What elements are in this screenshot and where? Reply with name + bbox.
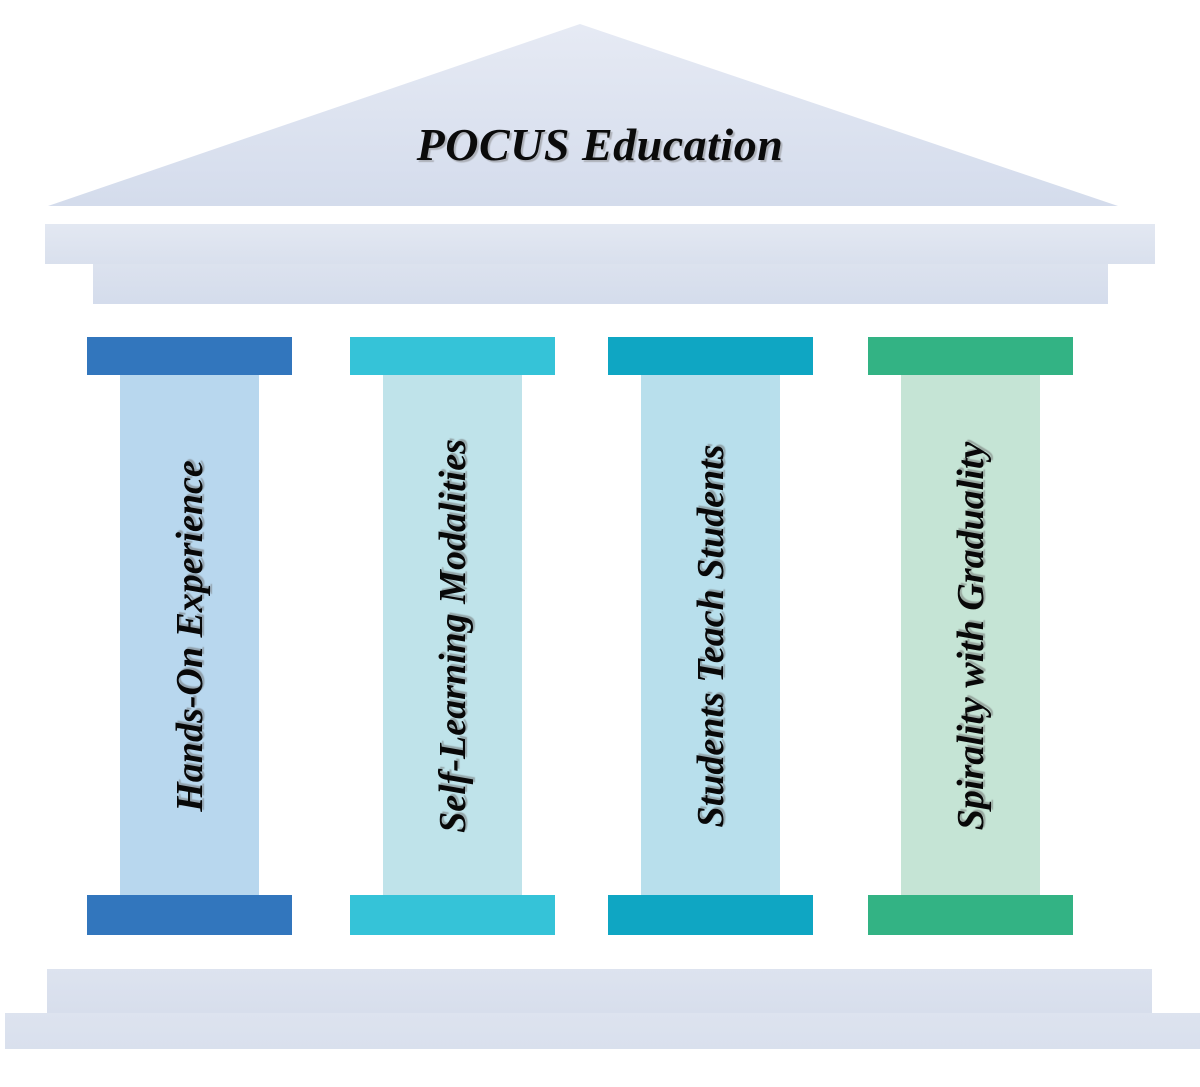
pillar-self-learning-modalities[interactable]: Self-Learning Modalities (350, 337, 555, 937)
entablature-upper-beam (45, 224, 1155, 264)
pillar-label: Spirality with Graduality (949, 441, 992, 831)
pillar-base (608, 895, 813, 935)
page-title: POCUS Education (416, 119, 784, 170)
pediment-triangle-icon (48, 24, 1118, 206)
pillar-shaft: Students Teach Students (641, 375, 780, 897)
pillar-shaft: Hands-On Experience (120, 375, 259, 897)
pillar-label: Students Teach Students (689, 444, 732, 828)
platform-upper-tier (47, 969, 1152, 1013)
pillar-shaft: Spirality with Graduality (901, 375, 1040, 897)
pillar-capital (87, 337, 292, 375)
entablature-lower-beam (93, 264, 1108, 304)
pillar-base (868, 895, 1073, 935)
pillar-spirality-with-graduality[interactable]: Spirality with Graduality (868, 337, 1073, 937)
pillar-base (350, 895, 555, 935)
pillar-capital (868, 337, 1073, 375)
pillar-hands-on-experience[interactable]: Hands-On Experience (87, 337, 292, 937)
pillar-capital (608, 337, 813, 375)
pillar-capital (350, 337, 555, 375)
pillar-base (87, 895, 292, 935)
pediment: POCUS Education (0, 0, 1200, 215)
pillar-students-teach-students[interactable]: Students Teach Students (608, 337, 813, 937)
pillar-label: Hands-On Experience (168, 460, 211, 812)
pillar-label: Self-Learning Modalities (431, 439, 474, 833)
platform-lower-tier (5, 1013, 1200, 1049)
pillar-shaft: Self-Learning Modalities (383, 375, 522, 897)
